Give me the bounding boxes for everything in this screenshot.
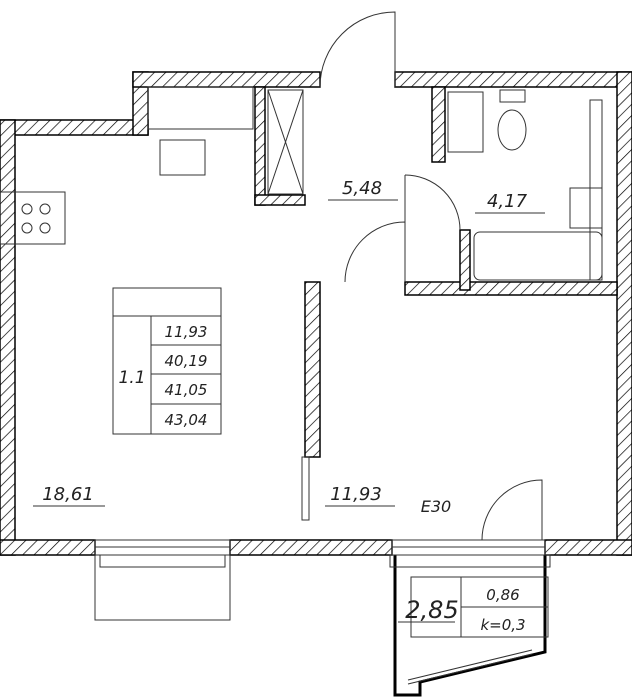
table-value-4: 43,04	[165, 411, 208, 429]
room-labels: 18,61 5,48 4,17 11,93 E30	[33, 178, 545, 516]
apartment-table: 1.1 11,93 40,19 41,05 43,04	[112, 287, 222, 435]
balcony-right: 2,85 0,86 k=0,3	[389, 554, 551, 697]
interior-walls	[254, 86, 618, 521]
bath-area: 4,17	[487, 191, 528, 212]
balcony-area: 2,85	[405, 596, 458, 624]
table-value-2: 40,19	[165, 352, 208, 370]
balcony-reduced-area: 0,86	[486, 586, 519, 604]
fire-door-label: E30	[421, 497, 451, 516]
balcony-left	[94, 554, 231, 621]
table-value-1: 11,93	[165, 323, 208, 341]
bedroom-area: 11,93	[330, 484, 382, 505]
bath-fixtures	[447, 89, 603, 281]
balcony-coefficient: k=0,3	[480, 616, 525, 634]
table-value-3: 41,05	[165, 381, 208, 399]
doors	[319, 11, 543, 541]
apartment-number: 1.1	[118, 368, 145, 388]
kitchen-area: 18,61	[42, 484, 94, 505]
hall-area: 5,48	[342, 178, 382, 199]
kitchen-fixtures	[0, 89, 304, 245]
exterior-walls	[0, 71, 632, 556]
